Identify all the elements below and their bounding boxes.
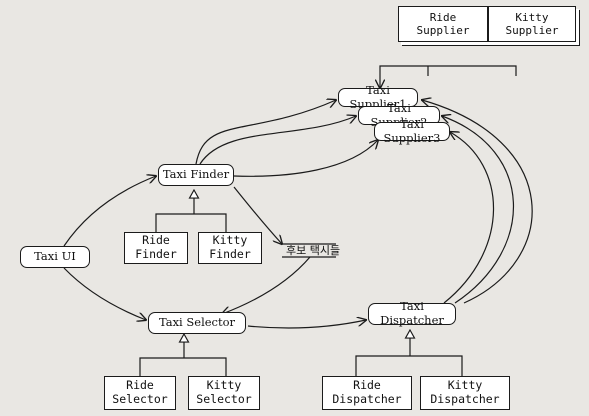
edge-candidates-to-selector: [222, 256, 311, 314]
ride-dispatcher-box: Ride Dispatcher: [322, 376, 412, 410]
kitty-selector-box: Kitty Selector: [188, 376, 260, 410]
edge-selector-to-dispatcher: [247, 320, 366, 329]
taxi-finder-box: Taxi Finder: [158, 164, 234, 186]
kitty-supplier-box: Kitty Supplier: [488, 6, 576, 42]
ride-selector-box: Ride Selector: [104, 376, 176, 410]
edge-finder-to-supplier1: [195, 100, 336, 165]
taxi-supplier-3-box: Taxi Supplier3: [374, 117, 450, 144]
edge-dispatcher-to-supplier2: [442, 116, 514, 304]
kitty-dispatcher-box: Kitty Dispatcher: [420, 376, 510, 410]
edge-ui-to-selector: [63, 267, 146, 320]
inherit-finder: [155, 190, 227, 232]
candidates-underline: [282, 243, 336, 258]
taxi-selector-box: Taxi Selector: [148, 312, 246, 334]
inherit-dispatcher: [355, 330, 463, 376]
edge-supplier-impls-to-supplier: [380, 65, 517, 88]
inherit-selector: [139, 334, 227, 376]
edge-finder-to-candidates: [233, 186, 282, 244]
edge-ui-to-finder: [63, 176, 156, 247]
kitty-finder-box: Kitty Finder: [198, 232, 262, 264]
ride-finder-box: Ride Finder: [124, 232, 188, 264]
taxi-dispatcher-box: Taxi Dispatcher: [368, 299, 456, 327]
taxi-ui-box: Taxi UI: [20, 246, 90, 268]
edge-dispatcher-to-supplier3: [443, 132, 495, 304]
ride-supplier-box: Ride Supplier: [398, 6, 488, 42]
edge-dispatcher-to-supplier1: [422, 100, 533, 304]
edge-finder-to-supplier3: [233, 140, 378, 177]
candidate-taxis-label: 후보 택시들: [286, 244, 341, 257]
edge-finder-to-supplier2: [199, 116, 356, 165]
